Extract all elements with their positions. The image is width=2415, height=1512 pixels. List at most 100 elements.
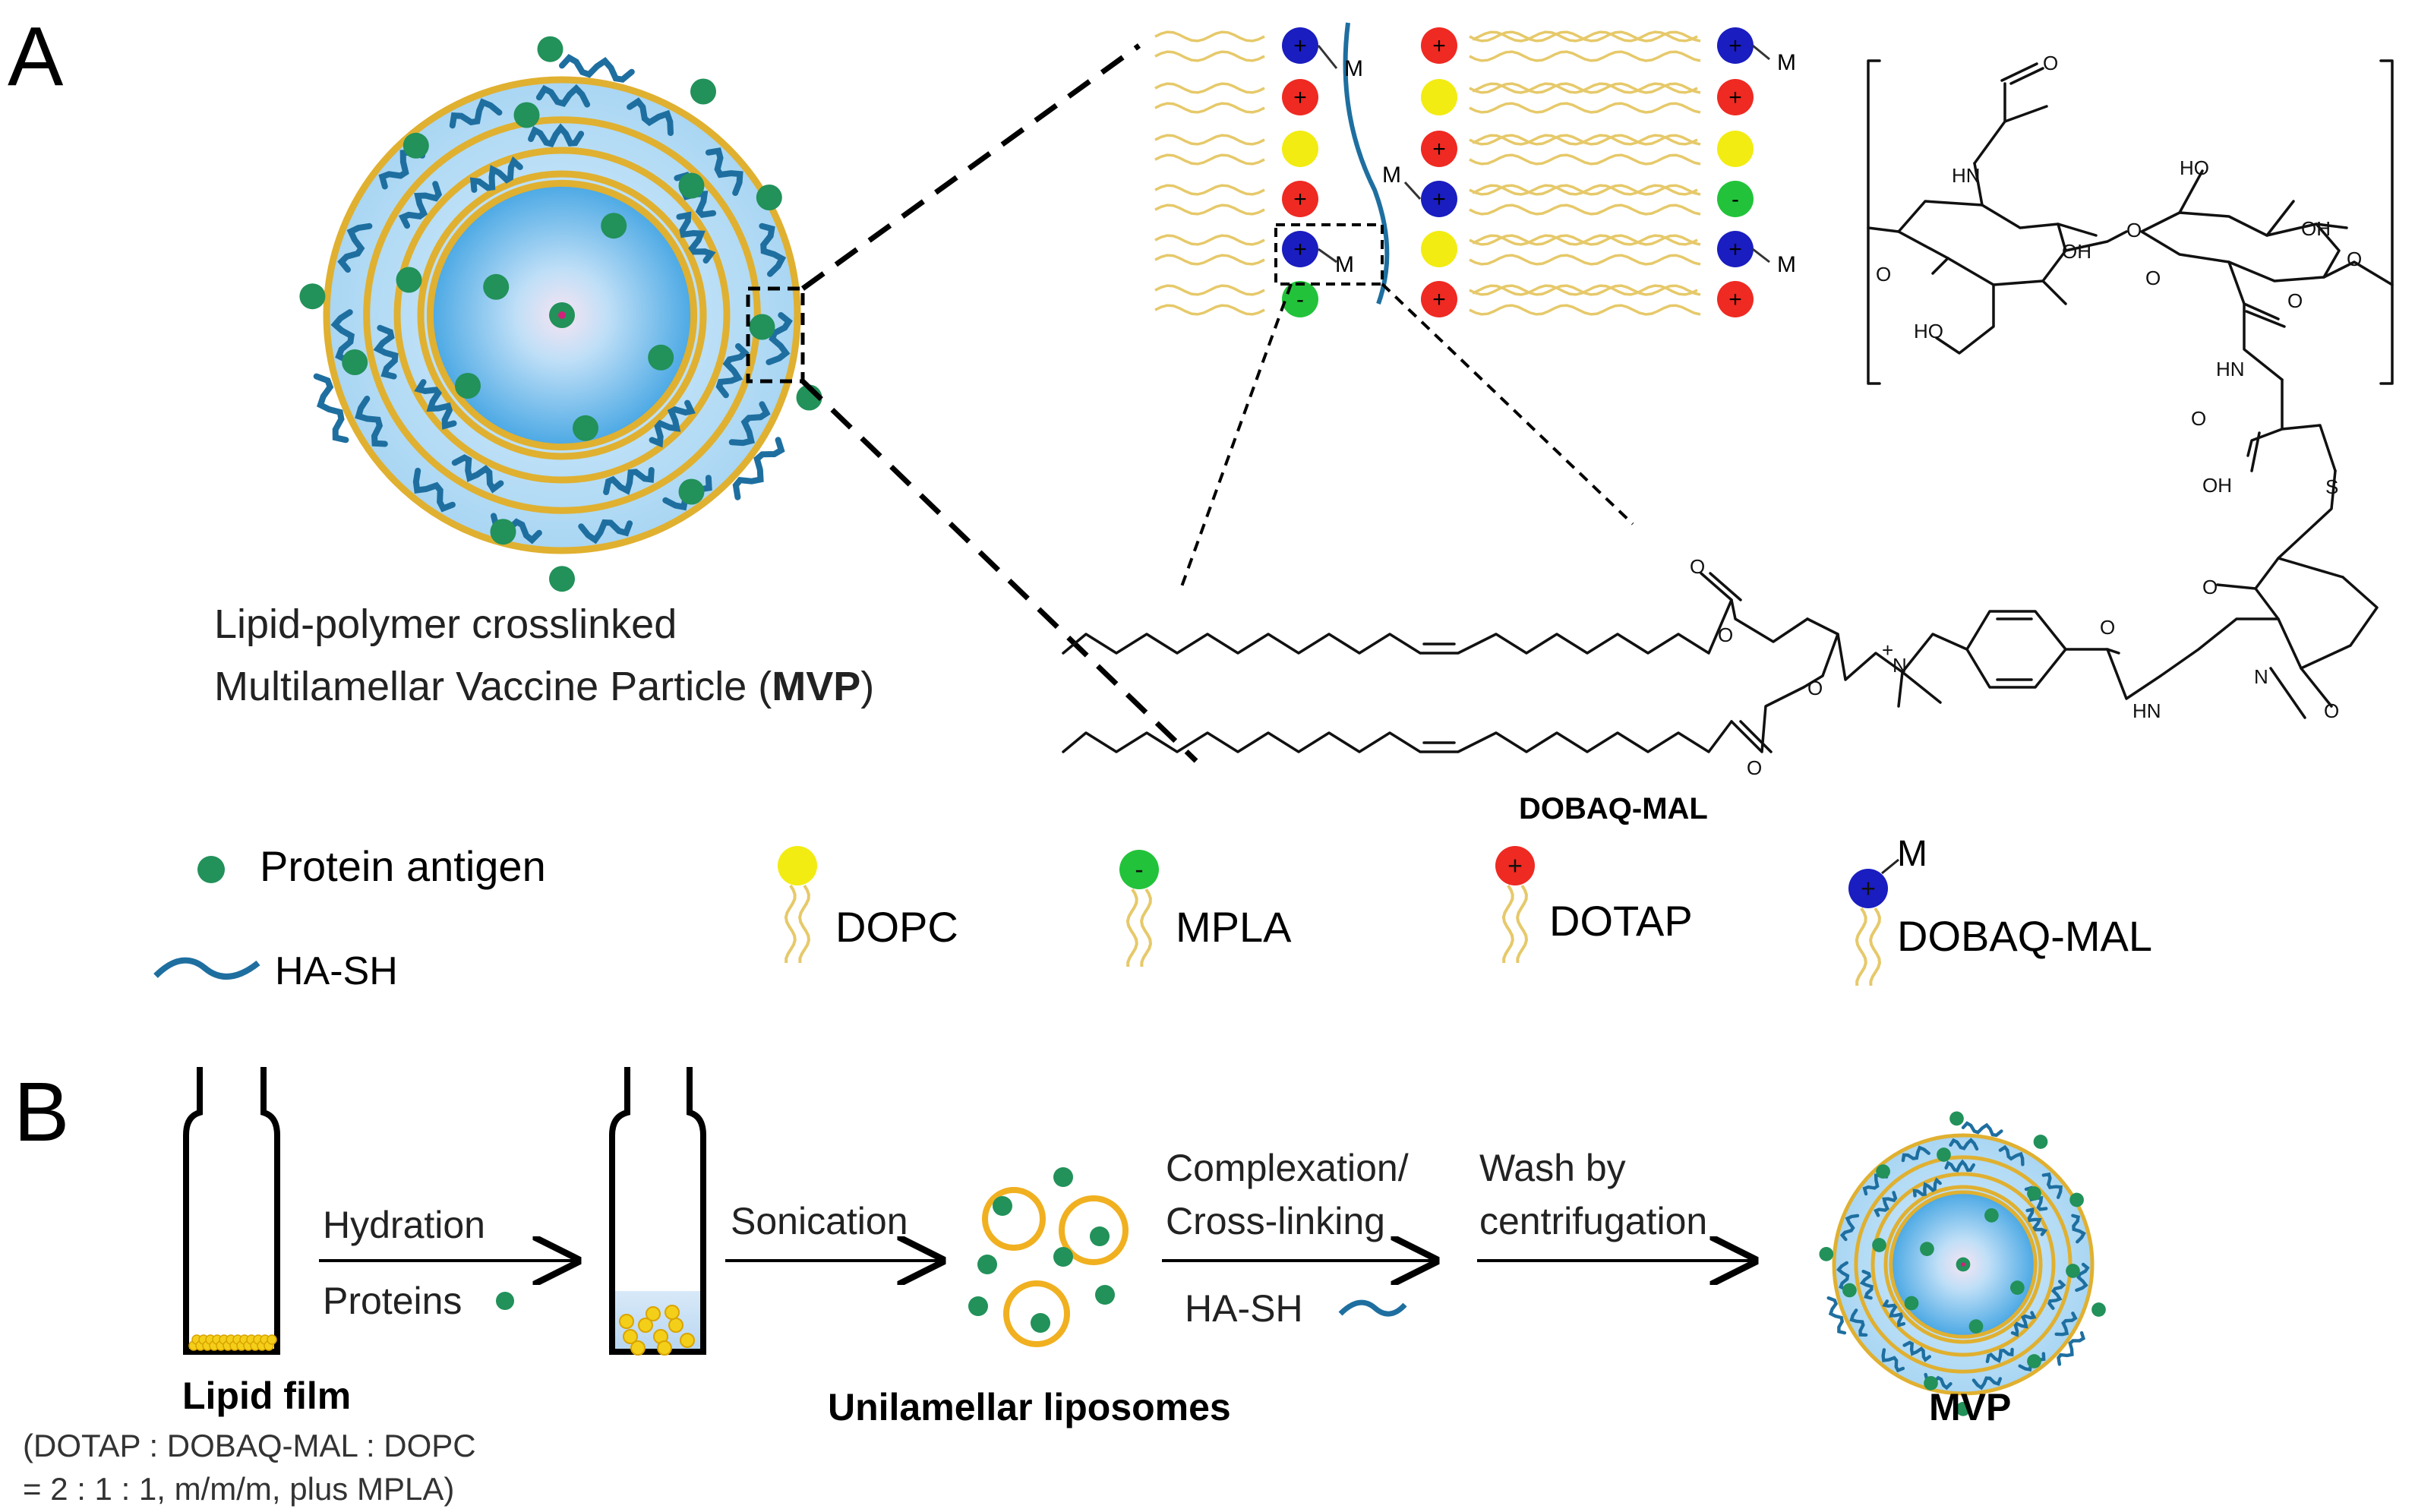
chem-ho-1: HO xyxy=(1914,320,1943,342)
ha-sh-chain xyxy=(412,467,456,513)
legend-dotap: DOTAP xyxy=(1549,897,1693,945)
protein-antigen xyxy=(756,185,782,210)
legend-dobaq-m: M xyxy=(1897,834,1927,874)
protein-antigen xyxy=(993,1196,1012,1216)
chem-oh-acid: OH xyxy=(2202,474,2232,497)
protein-antigen xyxy=(342,349,368,375)
chem-hn-3: HN xyxy=(2132,699,2161,722)
ha-sh-chain xyxy=(449,98,503,129)
protein-antigen xyxy=(1984,1208,1999,1223)
ha-sh-chain xyxy=(1881,1348,1905,1373)
ha-sh-chain xyxy=(398,181,443,229)
legend-mpla-icon: - xyxy=(1119,850,1159,967)
lipid-tail xyxy=(1501,884,1514,963)
lipid-tail xyxy=(1469,102,1701,114)
chem-o-ring2: O xyxy=(2145,267,2161,289)
legend-ha-sh-icon xyxy=(153,957,260,980)
lipid-charge: + xyxy=(1728,287,1742,312)
ha-sh-chain xyxy=(313,373,349,443)
vial-lipid-film xyxy=(183,1067,280,1355)
lipid-tail xyxy=(1869,907,1882,986)
mvp-caption-line2: Multilamellar Vaccine Particle (MVP) xyxy=(214,664,874,709)
step-wash-2: centrifugation xyxy=(1479,1200,1707,1242)
lipid-head xyxy=(1421,281,1457,317)
ha-sh-strand xyxy=(1343,22,1390,305)
ha-sh-chain xyxy=(732,437,785,500)
chem-o-acetyl: O xyxy=(2043,52,2058,74)
lipid-charge: - xyxy=(1296,287,1304,312)
lipid-head xyxy=(1717,27,1754,64)
lipid-charge: + xyxy=(1293,85,1307,110)
lipid-vesicle xyxy=(680,1333,695,1348)
lipid-head xyxy=(1717,131,1754,167)
maleimide-m-label: M xyxy=(1335,252,1354,277)
lipid-bilayer-ring xyxy=(393,147,731,484)
ha-sh-chain xyxy=(1826,1296,1847,1335)
protein-antigen xyxy=(690,78,716,105)
lipid-charge: + xyxy=(1432,137,1446,162)
molecule-zoom-box xyxy=(1274,223,1384,286)
lipid-head xyxy=(1119,850,1159,889)
protein-antigen xyxy=(537,36,564,62)
ha-sh-chain xyxy=(1998,1144,2025,1166)
protein-antigen xyxy=(1053,1247,1073,1267)
lipid-head xyxy=(1282,281,1318,317)
ha-sh-chain xyxy=(705,147,743,196)
legend-dotap-icon: + xyxy=(1495,846,1535,963)
proteins-dot xyxy=(496,1292,514,1310)
lipid-tail xyxy=(1469,304,1701,316)
protein-antigen xyxy=(1904,1296,1919,1311)
ha-sh-chain xyxy=(1985,1347,2014,1363)
protein-antigen xyxy=(402,132,429,159)
lipid-tail xyxy=(1472,184,1698,196)
protein-antigen xyxy=(977,1255,997,1274)
protein-antigen xyxy=(1819,1247,1834,1261)
ha-sh-chain xyxy=(528,123,585,148)
ha-sh-chain xyxy=(759,223,787,277)
step-hydration: Hydration xyxy=(323,1204,485,1246)
ha-sh-chain xyxy=(414,379,457,430)
lipid-charge: + xyxy=(1507,852,1523,881)
lipid-head xyxy=(1717,231,1754,267)
lipid-charge: + xyxy=(1293,33,1307,58)
protein-antigen xyxy=(1095,1285,1115,1305)
liposome xyxy=(1059,1195,1129,1265)
maleimide-m-label: M xyxy=(1344,56,1363,81)
ha-sh-chain xyxy=(715,342,750,399)
protein-antigen xyxy=(1924,1376,1938,1390)
lipid-film-particle xyxy=(267,1334,277,1345)
particle-center xyxy=(1961,1262,1965,1267)
molecule-zoom-line-left xyxy=(1179,283,1293,589)
lipid-tail xyxy=(1154,153,1265,166)
lipid-head xyxy=(1282,79,1318,115)
dobaq-mal-structure-caption: DOBAQ-MAL xyxy=(1519,792,1708,825)
chem-n-imide: N xyxy=(2254,665,2268,688)
particle-center xyxy=(558,311,566,319)
protein-antigen xyxy=(678,172,705,199)
protein-antigen xyxy=(1968,1319,1984,1334)
lipid-charge: - xyxy=(1732,187,1739,212)
ha-sh-chain xyxy=(603,467,655,495)
ha-sh-chain xyxy=(766,312,793,365)
lipid-vesicle xyxy=(619,1314,634,1329)
zoom-box xyxy=(746,286,805,384)
ha-sh-chain xyxy=(1839,1214,1860,1242)
mvp-particle-small xyxy=(1819,1111,2106,1416)
chem-o-acid: O xyxy=(2191,407,2206,430)
lipid-tail xyxy=(1469,254,1701,266)
maleimide-link xyxy=(1752,44,1770,61)
ha-sh-chain xyxy=(355,396,388,447)
lipid-tail xyxy=(784,884,797,963)
protein-antigen xyxy=(1920,1242,1934,1256)
ha-sh-chain xyxy=(2071,1214,2086,1244)
ha-sh-chain xyxy=(2047,1280,2066,1310)
lipid-tail xyxy=(1469,204,1701,216)
lipid-bilayer-ring xyxy=(1883,1185,2043,1344)
ha-sh-chain xyxy=(1971,1376,2003,1390)
lipid-bilayer-ring xyxy=(1870,1172,2056,1357)
lipid-tail xyxy=(1154,304,1265,316)
chem-n-quat: N xyxy=(1893,654,1907,677)
chem-o-carbonyl2: O xyxy=(1747,756,1762,779)
ha-sh-chain xyxy=(2054,1312,2078,1337)
